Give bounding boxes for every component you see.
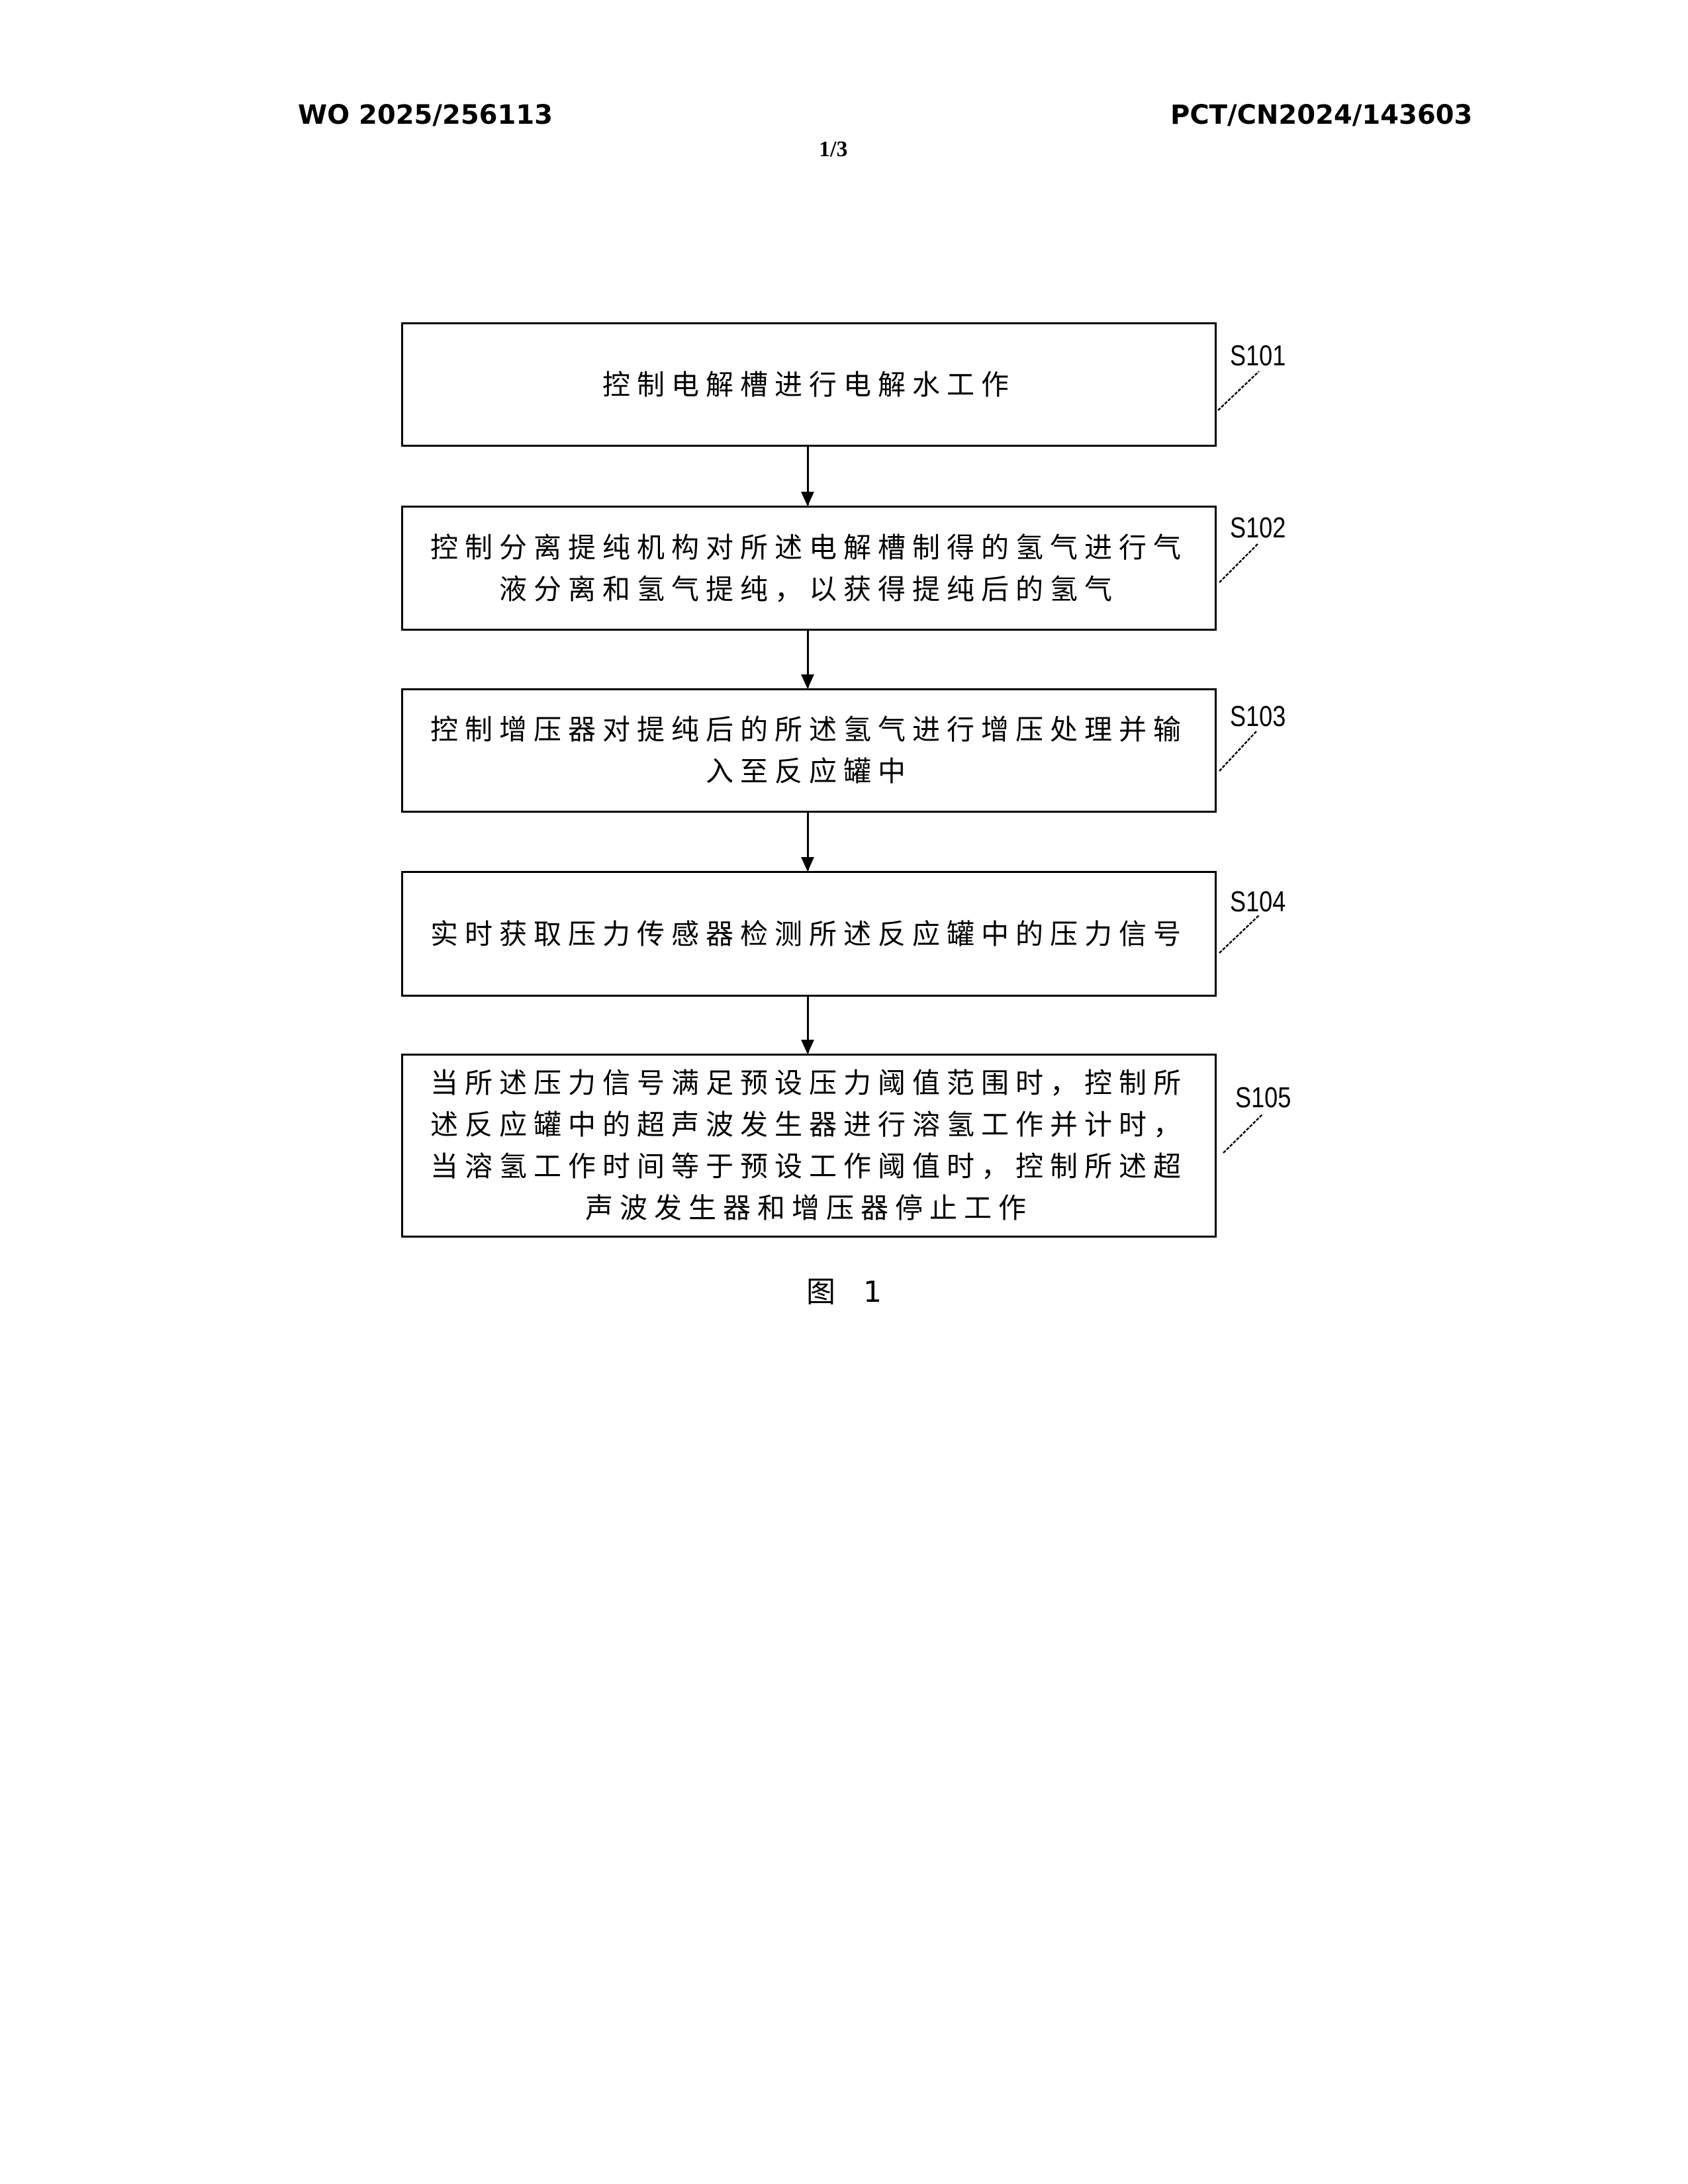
step-text: 控制增压器对提纯后的所述氢气进行增压处理并输 入至反应罐中 [430,713,1188,788]
step-box-s102: 控制分离提纯机构对所述电解槽制得的氢气进行气 液分离和氢气提纯，以获得提纯后的氢… [401,506,1217,631]
step-text: 控制电解槽进行电解水工作 [602,368,1015,401]
leader-line-s101 [1217,371,1260,411]
leader-line-s104 [1219,915,1260,954]
step-text: 实时获取压力传感器检测所述反应罐中的压力信号 [430,917,1188,950]
step-text: 控制分离提纯机构对所述电解槽制得的氢气进行气 液分离和氢气提纯，以获得提纯后的氢… [430,531,1188,606]
sheet-number: 1/3 [819,137,848,161]
arrow-s104-to-s105 [801,997,814,1054]
step-label-s104: S104 [1230,886,1286,918]
step-box-s103: 控制增压器对提纯后的所述氢气进行增压处理并输 入至反应罐中 [401,688,1217,813]
step-box-s104: 实时获取压力传感器检测所述反应罐中的压力信号 [401,871,1217,997]
step-box-s105: 当所述压力信号满足预设压力阈值范围时，控制所 述反应罐中的超声波发生器进行溶氢工… [401,1054,1217,1238]
arrow-s102-to-s103 [801,631,814,689]
application-number: PCT/CN2024/143603 [1170,100,1473,130]
leader-line-s102 [1219,543,1258,583]
step-label-s105: S105 [1235,1081,1291,1114]
figure-caption: 图 1 [806,1275,882,1309]
step-label-s102: S102 [1230,512,1286,544]
step-label-s101: S101 [1230,340,1286,372]
arrow-s101-to-s102 [801,447,814,506]
step-label-s103: S103 [1230,700,1286,733]
publication-number: WO 2025/256113 [298,100,553,130]
step-box-s101: 控制电解槽进行电解水工作 [401,322,1217,447]
arrow-s103-to-s104 [801,813,814,872]
step-text: 当所述压力信号满足预设压力阈值范围时，控制所 述反应罐中的超声波发生器进行溶氢工… [430,1067,1188,1224]
leader-line-s103 [1219,731,1257,772]
leader-line-s105 [1223,1113,1264,1154]
